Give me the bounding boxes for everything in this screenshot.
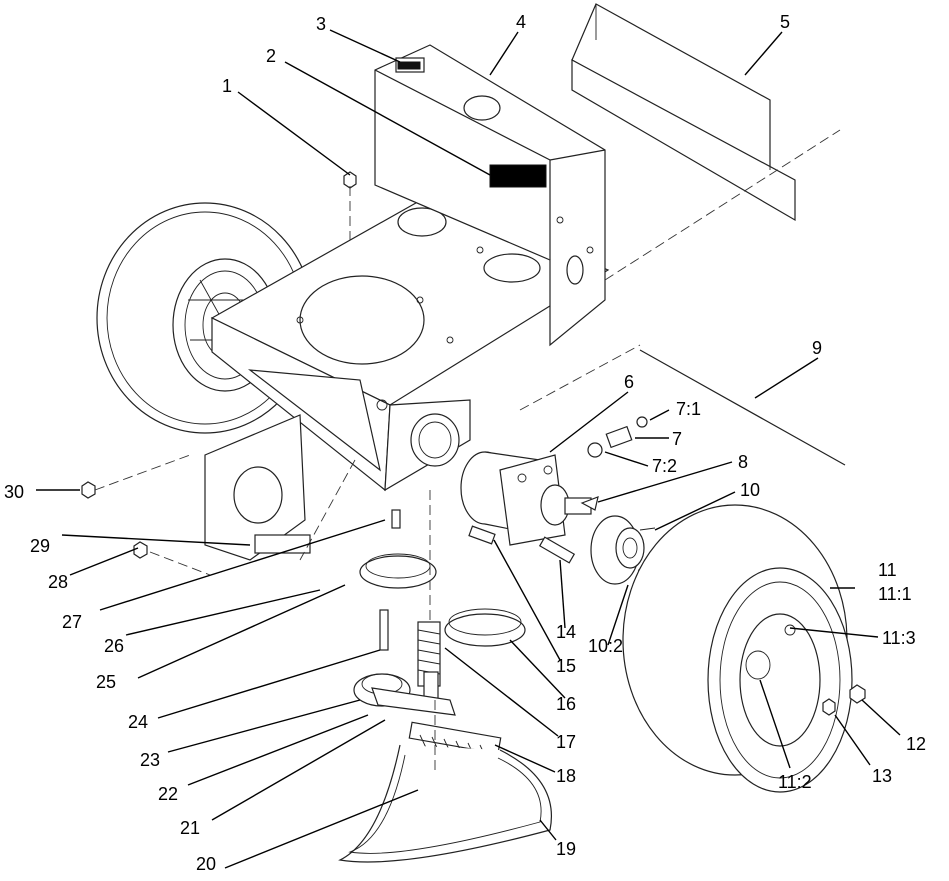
- center-lines: [94, 129, 841, 770]
- callout-3: 3: [316, 14, 326, 34]
- callout-11-2: 11:2: [778, 772, 812, 792]
- callout-14: 14: [556, 622, 576, 642]
- callout-25: 25: [96, 672, 116, 692]
- right-wheel: [622, 504, 853, 793]
- callout-24: 24: [128, 712, 148, 732]
- callout-27: 27: [62, 612, 82, 632]
- callout-10-2: 10:2: [588, 636, 623, 656]
- callout-labels: 1 2 3 4 5 6 7:1 7 7:2 8 9 10 10:2 11 11:…: [4, 12, 926, 874]
- callout-19: 19: [556, 839, 576, 859]
- callout-28: 28: [48, 572, 68, 592]
- hydraulic-line: [639, 349, 846, 466]
- callout-16: 16: [556, 694, 576, 714]
- callout-7-1: 7:1: [676, 399, 701, 419]
- callout-11-3: 11:3: [882, 628, 916, 648]
- callout-6: 6: [624, 372, 634, 392]
- callout-8: 8: [738, 452, 748, 472]
- callout-10: 10: [740, 480, 760, 500]
- callout-1: 1: [222, 76, 232, 96]
- callout-5: 5: [780, 12, 790, 32]
- callout-21: 21: [180, 818, 200, 838]
- callout-2: 2: [266, 46, 276, 66]
- callout-13: 13: [872, 766, 892, 786]
- callout-15: 15: [556, 656, 576, 676]
- callout-23: 23: [140, 750, 160, 770]
- callout-18: 18: [556, 766, 576, 786]
- callout-17: 17: [556, 732, 576, 752]
- key: [580, 496, 599, 511]
- callout-20: 20: [196, 854, 216, 874]
- idler-assembly: [338, 621, 552, 863]
- chassis-frame: [210, 44, 610, 492]
- fittings: [587, 416, 648, 458]
- callout-12: 12: [906, 734, 926, 754]
- rear-shield: [571, 3, 796, 222]
- callout-11-1: 11:1: [878, 584, 912, 604]
- wheel-hub: [590, 515, 656, 585]
- callout-29: 29: [30, 536, 50, 556]
- side-plate: [204, 414, 311, 561]
- callout-9: 9: [812, 338, 822, 358]
- callout-26: 26: [104, 636, 124, 656]
- callout-11: 11: [878, 560, 897, 580]
- callout-7-2: 7:2: [652, 456, 677, 476]
- callout-4: 4: [516, 12, 526, 32]
- callout-7: 7: [672, 429, 682, 449]
- leader-lines: [36, 29, 901, 869]
- callout-30: 30: [4, 482, 24, 502]
- callout-22: 22: [158, 784, 178, 804]
- hydro-motor: [460, 451, 592, 546]
